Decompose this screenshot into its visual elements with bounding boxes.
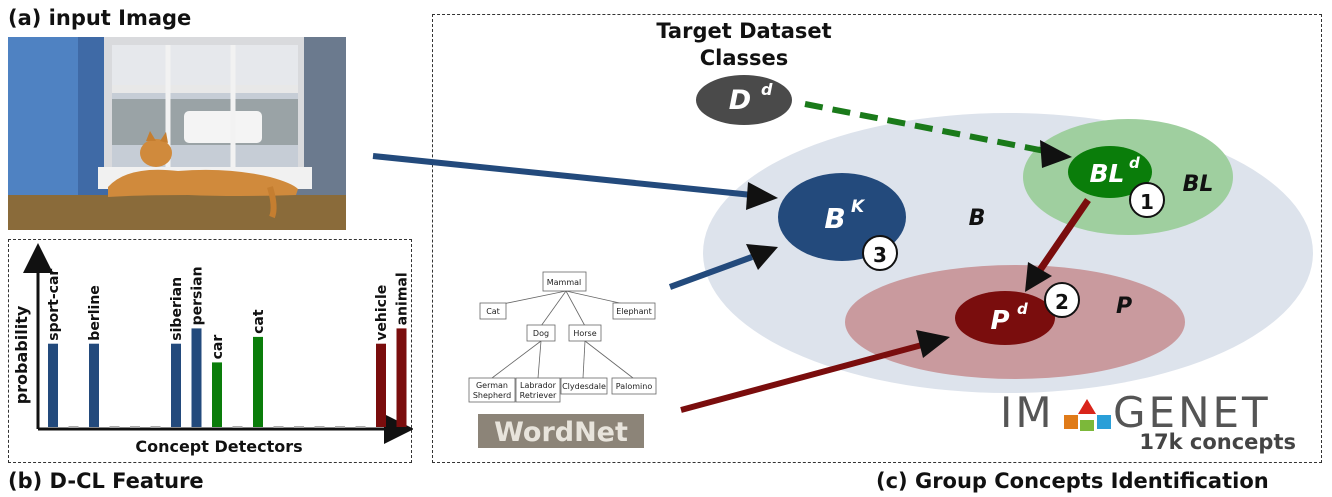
wordnet-node-elephant-label: Elephant (616, 307, 651, 316)
wordnet-node-horse-label: Horse (573, 329, 596, 338)
wordnet-node-german-label-1: German (476, 381, 508, 390)
pd-node (955, 291, 1055, 345)
image-to-bk-arrowhead (746, 182, 778, 210)
bar-persian (191, 328, 202, 427)
b-label: B (969, 206, 986, 231)
wordnet-node-palomino (611, 377, 657, 395)
bar-cat (253, 336, 263, 427)
step-2-label: 2 (1055, 290, 1069, 314)
dd-to-bld-arrow (804, 101, 1051, 155)
wordnet-node-labrador-label-2: Retriever (520, 391, 557, 400)
wordnet-node-horse (568, 324, 602, 342)
y-axis-label: probability (12, 305, 31, 404)
panel-a-caption: (a) input Image (8, 6, 192, 30)
bar-label-animal: animal (395, 272, 411, 325)
step-1-label: 1 (1140, 190, 1154, 214)
wordnet-node-german-shepherd (468, 377, 516, 403)
step-3-label: 3 (873, 243, 887, 267)
wordnet-tree: Mammal Cat Dog Horse Elephant German She… (468, 271, 657, 403)
dd-to-bld-arrowhead (1040, 140, 1072, 168)
cat-window-photo (8, 37, 346, 230)
bld-to-pd-arrow (1037, 198, 1091, 272)
wordnet-node-mammal-label: Mammal (547, 278, 582, 287)
dd-sup: d (761, 80, 773, 99)
wordnet-node-palomino-label: Palomino (616, 382, 653, 391)
wordnet-node-cat (479, 302, 507, 320)
wordnet-node-clydesdale-label: Clydesdale (562, 382, 606, 391)
bar-berline (89, 343, 99, 427)
imagenet-logo: IM GENET 17k concepts (1000, 388, 1296, 454)
bk-sup: K (851, 197, 866, 217)
bar-label-berline: berline (87, 285, 103, 340)
bar-label-cat: cat (251, 309, 267, 334)
step-3-badge (862, 235, 898, 271)
wordnet-logo-text: WordNet (494, 417, 628, 448)
x-axis-label: Concept Detectors (135, 437, 302, 456)
imagenet-logo-right: GENET (1113, 388, 1271, 437)
dcl-feature-panel: probability Concept Detectors sport-car b… (8, 239, 414, 463)
step-2-badge (1044, 282, 1080, 318)
wordnet-node-labrador-retriever (515, 377, 561, 403)
bld-to-pd-arrowhead (1025, 262, 1052, 292)
wordnet-node-clydesdale (560, 377, 608, 395)
wordnet-node-cat-label: Cat (486, 307, 500, 316)
wordnet-node-labrador-label-1: Labrador (520, 381, 557, 390)
target-title-line1: Target Dataset (656, 19, 831, 43)
bar-siberian (171, 343, 181, 427)
bar-label-persian: persian (190, 266, 206, 325)
target-title-line2: Classes (700, 46, 789, 70)
bk-label: B (824, 202, 845, 235)
wordnet-to-bk-arrow (668, 254, 754, 290)
image-to-bk-arrow (372, 153, 753, 198)
bld-sup: d (1129, 154, 1140, 172)
bar-label-vehicle: vehicle (374, 285, 390, 341)
wordnet-node-dog-label: Dog (533, 329, 549, 338)
target-dataset-node (696, 75, 792, 125)
wordnet-to-pd-arrowhead (916, 330, 950, 358)
bl-label: BL (1183, 172, 1214, 197)
bar-label-sport-car: sport-car (46, 269, 62, 341)
panel-c-caption: (c) Group Concepts Identification (876, 469, 1269, 493)
bld-node (1068, 146, 1152, 198)
imagenet-logo-left: IM (1000, 388, 1055, 437)
panel-b-caption: (b) D-CL Feature (8, 469, 204, 493)
bar-vehicle (376, 343, 386, 427)
wordnet-node-elephant (612, 302, 656, 320)
bar-sport-car (48, 343, 58, 427)
p-label: P (1116, 294, 1132, 319)
wordnet-node-mammal (542, 271, 587, 292)
wordnet-logo (478, 414, 644, 448)
bar-car (212, 362, 222, 427)
pd-label: P (990, 306, 1009, 336)
input-image (8, 37, 346, 230)
wordnet-to-pd-arrow (680, 342, 923, 413)
pd-sup: d (1017, 300, 1028, 318)
bar-label-car: car (210, 335, 226, 360)
bar-label-siberian: siberian (169, 277, 185, 341)
dcl-bar-chart: probability Concept Detectors sport-car b… (12, 243, 414, 456)
wordnet-node-dog (526, 324, 556, 342)
imagenet-logo-icon (1064, 399, 1111, 431)
bar-animal (396, 328, 407, 427)
wordnet-node-german-label-2: Shepherd (473, 391, 511, 400)
step-1-badge (1129, 182, 1165, 218)
group-concepts-panel (432, 14, 1322, 463)
imagenet-subtitle: 17k concepts (1139, 430, 1296, 454)
wordnet-to-bk-arrowhead (746, 244, 778, 270)
bld-label: BL (1090, 159, 1125, 188)
dd-label: D (729, 85, 751, 116)
